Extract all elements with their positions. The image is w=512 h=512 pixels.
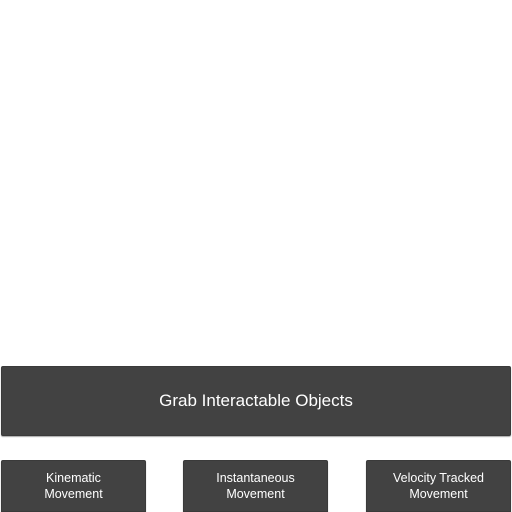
velocity-tracked-movement-button[interactable]: Velocity Tracked Movement [366, 460, 511, 512]
instantaneous-movement-button[interactable]: Instantaneous Movement [183, 460, 328, 512]
instantaneous-movement-label: Instantaneous Movement [216, 471, 295, 501]
kinematic-movement-button[interactable]: Kinematic Movement [1, 460, 146, 512]
panel-title: Grab Interactable Objects [159, 391, 353, 410]
velocity-tracked-movement-label: Velocity Tracked Movement [392, 471, 484, 501]
grab-interactable-objects-panel[interactable]: Grab Interactable Objects [1, 366, 511, 436]
kinematic-movement-label: Kinematic Movement [44, 471, 103, 501]
